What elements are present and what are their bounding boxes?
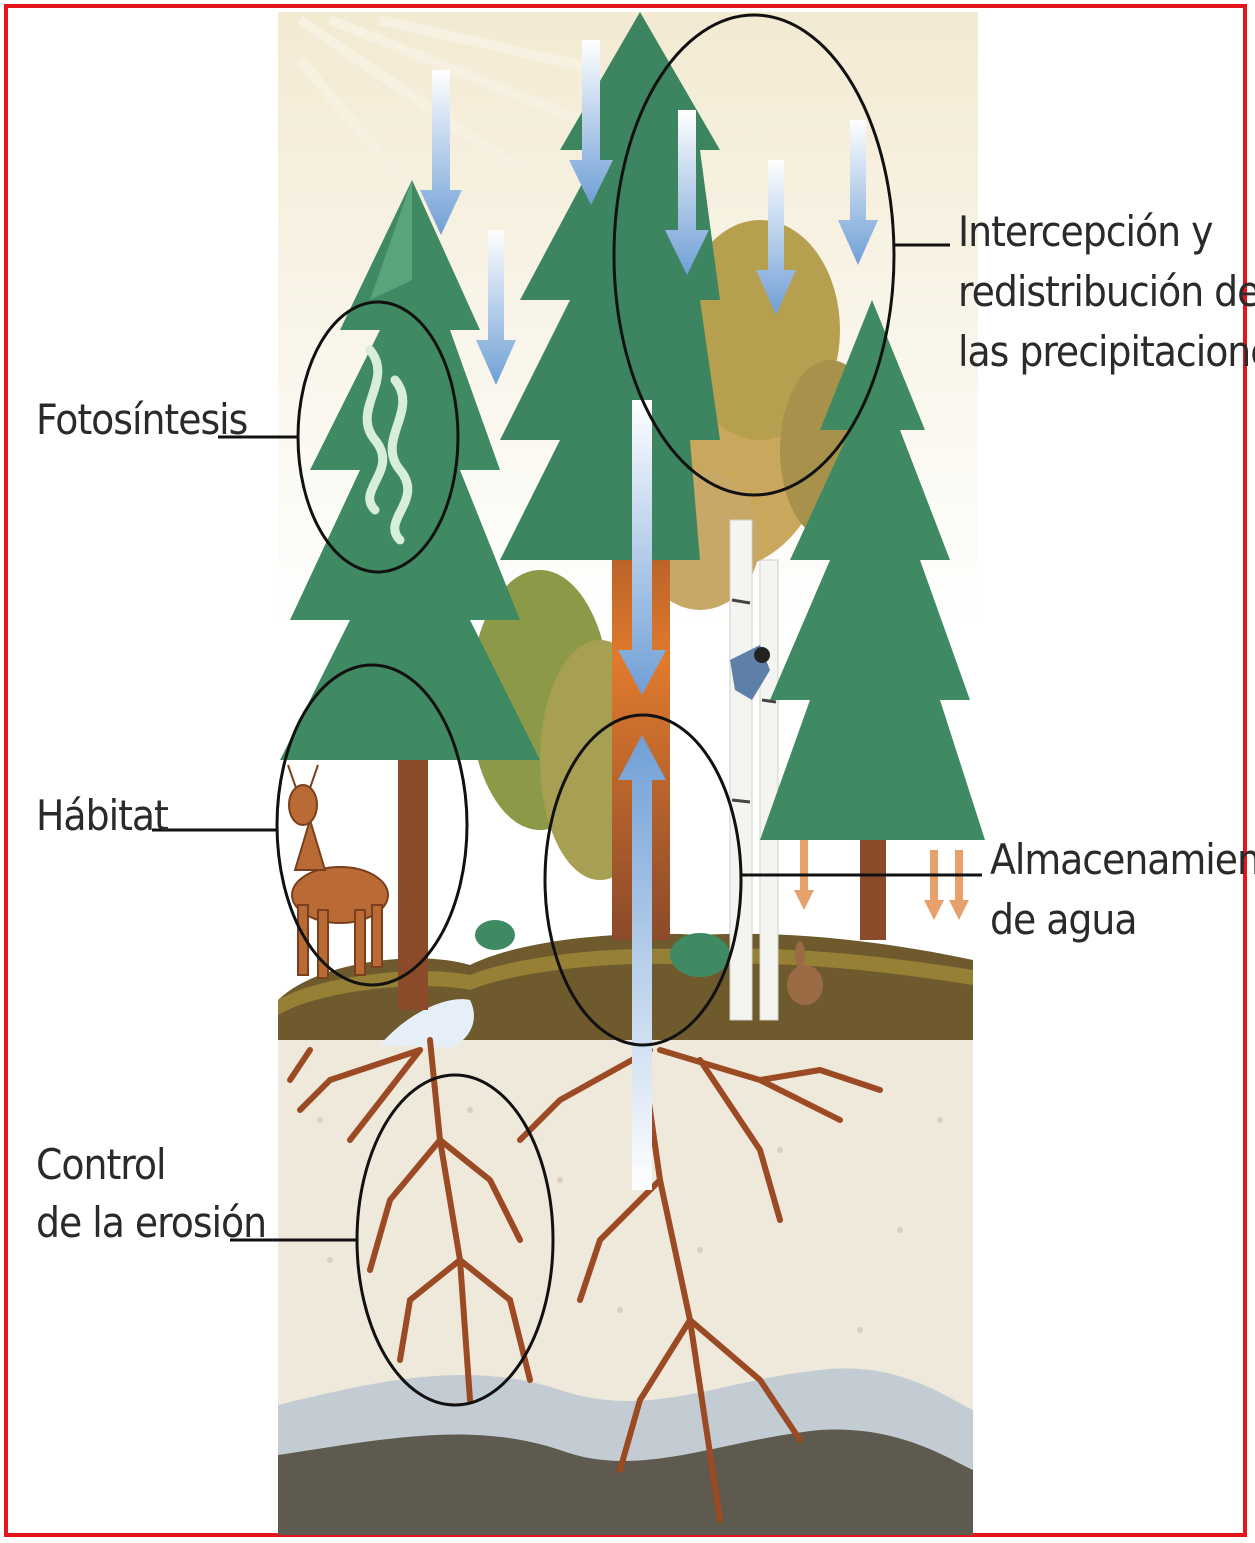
label-control-erosion-1: Control: [36, 1135, 165, 1195]
label-habitat: Hábitat: [36, 786, 168, 846]
label-intercepcion-1: Intercepción y: [958, 202, 1212, 262]
label-fotosintesis: Fotosíntesis: [36, 390, 247, 450]
label-almacenamiento-1: Almacenamiento: [990, 830, 1255, 890]
label-intercepcion-2: redistribución de: [958, 262, 1255, 322]
label-almacenamiento-2: de agua: [990, 890, 1137, 950]
label-intercepcion-3: las precipitaciones: [958, 322, 1255, 382]
label-control-erosion-2: de la erosión: [36, 1193, 266, 1253]
